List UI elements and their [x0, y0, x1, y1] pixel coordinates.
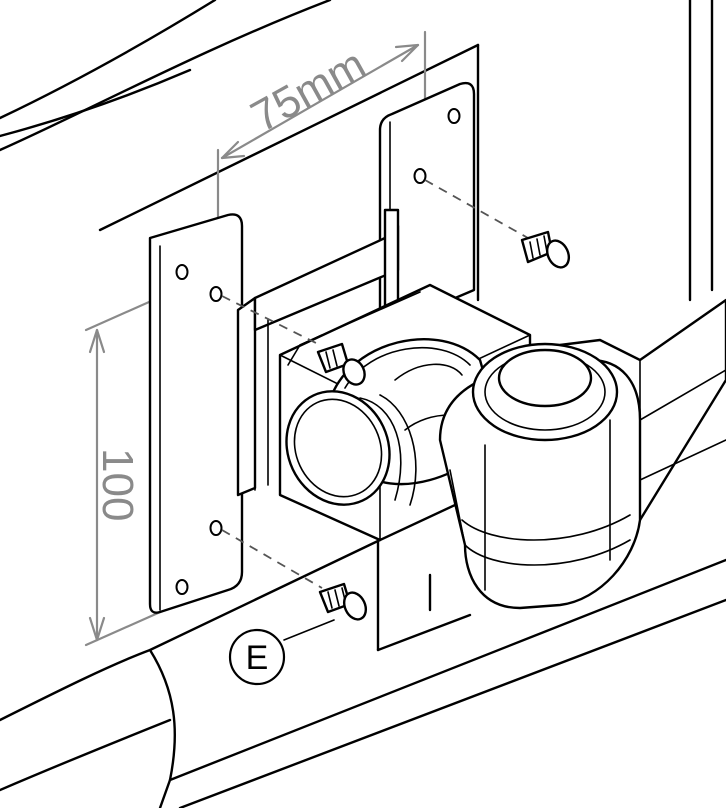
mount-hole	[175, 579, 189, 595]
height-dimension-label: 100	[93, 448, 142, 521]
height-dimension: 100	[84, 288, 178, 647]
callout-e: E	[228, 619, 335, 686]
monitor-body	[0, 0, 714, 302]
width-dimension-label: 75mm	[243, 40, 374, 142]
mount-hole	[413, 168, 427, 184]
screw-bottom	[221, 529, 368, 621]
mount-hole	[209, 520, 223, 536]
swivel-joint	[438, 298, 726, 610]
callout-circle	[228, 628, 286, 686]
mount-hole	[175, 264, 189, 280]
mount-hole	[209, 286, 223, 302]
screw-middle	[221, 295, 366, 386]
left-vesa-plate	[148, 213, 244, 614]
callout-label: E	[246, 639, 269, 677]
support-arm	[0, 536, 726, 808]
screw-top-right	[424, 179, 571, 269]
knob-cap	[285, 390, 391, 506]
mount-hole	[447, 108, 461, 124]
bracket-frame	[236, 208, 400, 497]
